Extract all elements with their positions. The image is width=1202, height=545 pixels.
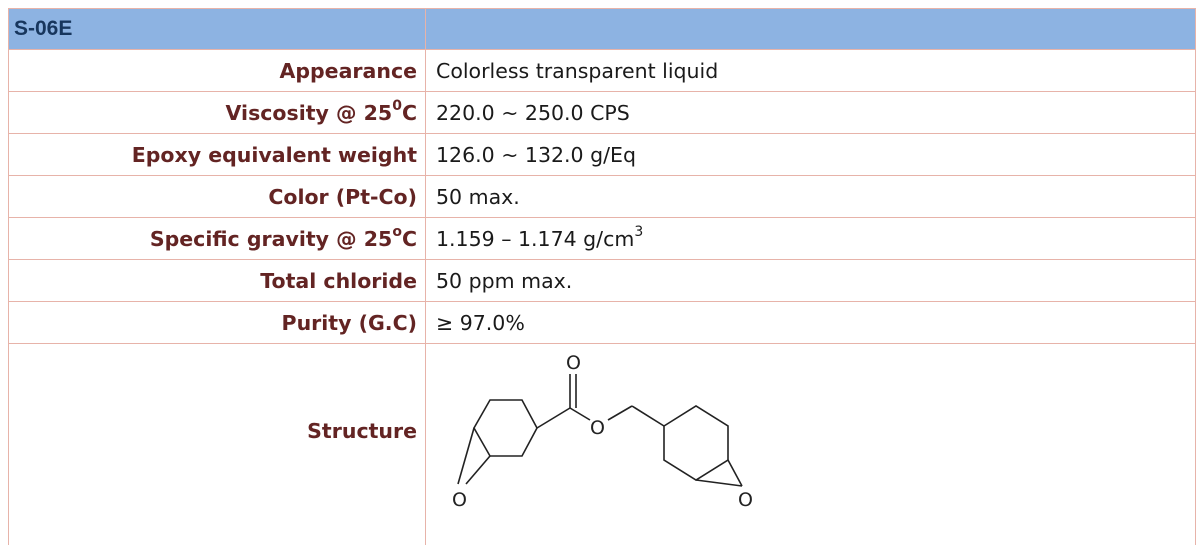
purity-label: Purity (G.C) (9, 302, 426, 344)
bond-ring-to-carbonyl (537, 408, 570, 428)
specific-gravity-value-text: 1.159 – 1.174 g/cm (436, 227, 634, 251)
table-row: Purity (G.C) ≥ 97.0% (9, 302, 1196, 344)
table-row: Color (Pt-Co) 50 max. (9, 176, 1196, 218)
product-code: S-06E (9, 17, 72, 40)
right-epoxide-bond-b (728, 460, 742, 486)
table-row: Appearance Colorless transparent liquid (9, 50, 1196, 92)
specific-gravity-label-unit: C (402, 227, 417, 251)
header-blank-cell (426, 9, 1196, 50)
bond-carbonyl-to-ester-o (570, 408, 590, 420)
specific-gravity-label: Specific gravity @ 25oC (9, 218, 426, 260)
ester-oxygen: O (590, 417, 605, 439)
left-epoxide-bond-a (458, 428, 474, 484)
right-ring (664, 406, 728, 480)
epoxy-equivalent-weight-label: Epoxy equivalent weight (9, 134, 426, 176)
total-chloride-value: 50 ppm max. (426, 260, 1196, 302)
appearance-label: Appearance (9, 50, 426, 92)
structure-cell: O O O O (426, 344, 1196, 545)
table-row: Specific gravity @ 25oC 1.159 – 1.174 g/… (9, 218, 1196, 260)
table-row: Structure O O O (9, 344, 1196, 545)
specific-gravity-value: 1.159 – 1.174 g/cm3 (426, 218, 1196, 260)
right-epoxide-oxygen: O (738, 489, 753, 511)
total-chloride-label: Total chloride (9, 260, 426, 302)
left-epoxide-oxygen: O (452, 489, 467, 511)
specific-gravity-value-exponent: 3 (634, 224, 643, 240)
carbonyl-oxygen: O (566, 352, 581, 374)
viscosity-label: Viscosity @ 250C (9, 92, 426, 134)
spec-sheet: S-06E Appearance Colorless transparent l… (0, 0, 1202, 518)
structure-label: Structure (9, 344, 426, 545)
structure-diagram: O O O O (442, 348, 772, 512)
product-code-cell: S-06E (9, 9, 426, 50)
left-ring (474, 400, 537, 456)
table-row: Viscosity @ 250C 220.0 ~ 250.0 CPS (9, 92, 1196, 134)
viscosity-label-unit: C (402, 101, 417, 125)
table-row: Total chloride 50 ppm max. (9, 260, 1196, 302)
viscosity-label-degree: 0 (392, 98, 402, 114)
specific-gravity-label-text: Specific gravity @ 25 (150, 227, 392, 251)
right-epoxide-bond-a (696, 480, 742, 486)
table-header-row: S-06E (9, 9, 1196, 50)
spec-table: S-06E Appearance Colorless transparent l… (8, 8, 1196, 545)
epoxy-equivalent-weight-value: 126.0 ~ 132.0 g/Eq (426, 134, 1196, 176)
color-value: 50 max. (426, 176, 1196, 218)
viscosity-value: 220.0 ~ 250.0 CPS (426, 92, 1196, 134)
purity-value: ≥ 97.0% (426, 302, 1196, 344)
bond-ester-o-to-ch2 (608, 406, 632, 420)
viscosity-label-text: Viscosity @ 25 (226, 101, 393, 125)
specific-gravity-label-degree: o (392, 224, 402, 240)
left-epoxide-bond-b (466, 456, 490, 484)
appearance-value: Colorless transparent liquid (426, 50, 1196, 92)
color-label: Color (Pt-Co) (9, 176, 426, 218)
table-row: Epoxy equivalent weight 126.0 ~ 132.0 g/… (9, 134, 1196, 176)
bond-ch2-to-ring (632, 406, 664, 426)
